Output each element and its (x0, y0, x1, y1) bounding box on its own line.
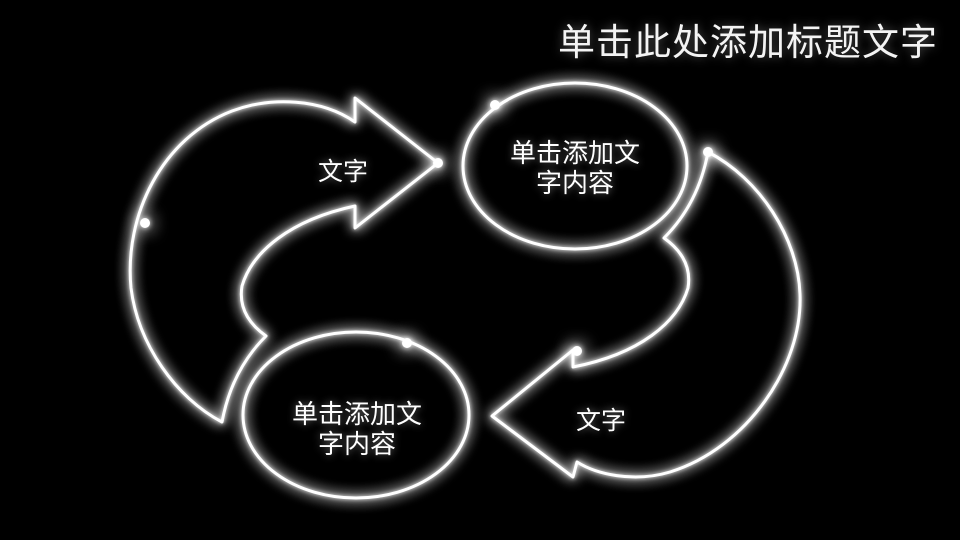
glow-dot-top-arrow-tip (433, 158, 443, 168)
glow-dot-left-arc (140, 218, 150, 228)
glow-dots (140, 100, 713, 356)
glow-dot-bottom-ellipse (402, 338, 412, 348)
slide-title-placeholder[interactable]: 单击此处添加标题文字 (558, 22, 938, 63)
top-arrow-label[interactable]: 文字 (317, 158, 369, 186)
bottom-ellipse-text[interactable]: 单击添加文 字内容 (237, 399, 477, 459)
glow-dot-right-arc (703, 147, 713, 157)
glow-dot-top-ellipse (490, 100, 500, 110)
text-line: 字内容 (535, 168, 614, 198)
glow-dot-bottom-arrowhead (572, 346, 582, 356)
top-ellipse-shape[interactable] (461, 81, 689, 251)
bottom-arrow-shape[interactable] (490, 150, 802, 479)
text-line: 单击添加文 (509, 138, 640, 168)
text-line: 单击添加文 (291, 399, 422, 429)
bottom-arrow-label[interactable]: 文字 (575, 407, 627, 435)
top-ellipse-text[interactable]: 单击添加文 字内容 (455, 138, 695, 198)
top-arrow-shape[interactable] (128, 96, 440, 424)
text-line: 字内容 (317, 429, 396, 459)
bottom-ellipse-shape[interactable] (241, 330, 471, 500)
